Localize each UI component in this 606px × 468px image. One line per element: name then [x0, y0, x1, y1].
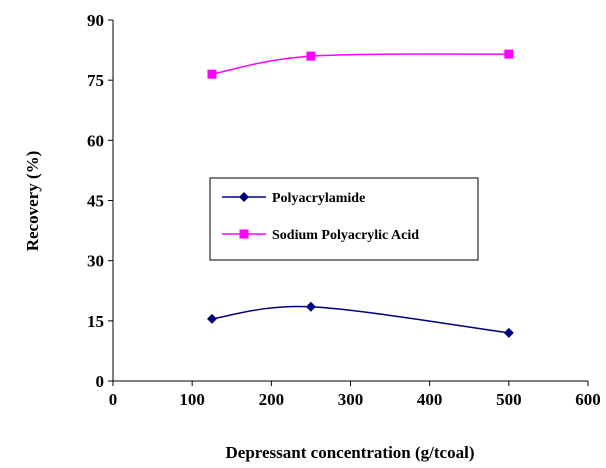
y-tick-label: 0 — [96, 372, 105, 391]
y-tick-label: 45 — [87, 192, 104, 211]
x-axis-title: Depressant concentration (g/tcoal) — [226, 443, 475, 462]
y-tick-label: 75 — [87, 71, 104, 90]
legend-box — [209, 177, 479, 261]
series-layer — [206, 49, 514, 338]
data-point-sodium-polyacrylic-acid — [207, 69, 217, 79]
plot-area: 0 15 30 45 60 75 90 0 100 200 300 400 500 600 — [87, 11, 601, 409]
x-tick-label: 400 — [417, 390, 443, 409]
x-tick-label: 200 — [259, 390, 285, 409]
y-tick-label: 15 — [87, 312, 104, 331]
x-tick-label: 0 — [109, 390, 118, 409]
x-tick-label: 600 — [575, 390, 601, 409]
x-tick-label: 500 — [496, 390, 522, 409]
legend: Polyacrylamide Sodium Polyacrylic Acid — [209, 177, 479, 261]
data-point-sodium-polyacrylic-acid — [504, 49, 514, 59]
y-tick-label: 60 — [87, 131, 104, 150]
series-line-polyacrylamide — [211, 305, 509, 334]
data-point-sodium-polyacrylic-acid — [306, 51, 316, 61]
data-point-polyacrylamide — [206, 313, 217, 324]
y-tick-label: 30 — [87, 252, 104, 271]
y-tick-label: 90 — [87, 11, 104, 30]
legend-marker-polyacrylamide — [239, 192, 249, 202]
y-ticks: 0 15 30 45 60 75 90 — [87, 11, 113, 391]
data-point-polyacrylamide — [503, 327, 514, 338]
y-axis-title: Recovery (%) — [23, 151, 42, 252]
series-line-sodium-polyacrylic-acid — [211, 53, 509, 75]
legend-label-sodium-polyacrylic-acid: Sodium Polyacrylic Acid — [272, 228, 419, 243]
x-tick-label: 100 — [179, 390, 205, 409]
legend-label-polyacrylamide: Polyacrylamide — [272, 191, 365, 206]
legend-marker-sodium-polyacrylic-acid — [239, 229, 249, 239]
x-tick-label: 300 — [338, 390, 364, 409]
x-ticks: 0 100 200 300 400 500 600 — [109, 381, 601, 409]
data-point-polyacrylamide — [305, 301, 316, 312]
